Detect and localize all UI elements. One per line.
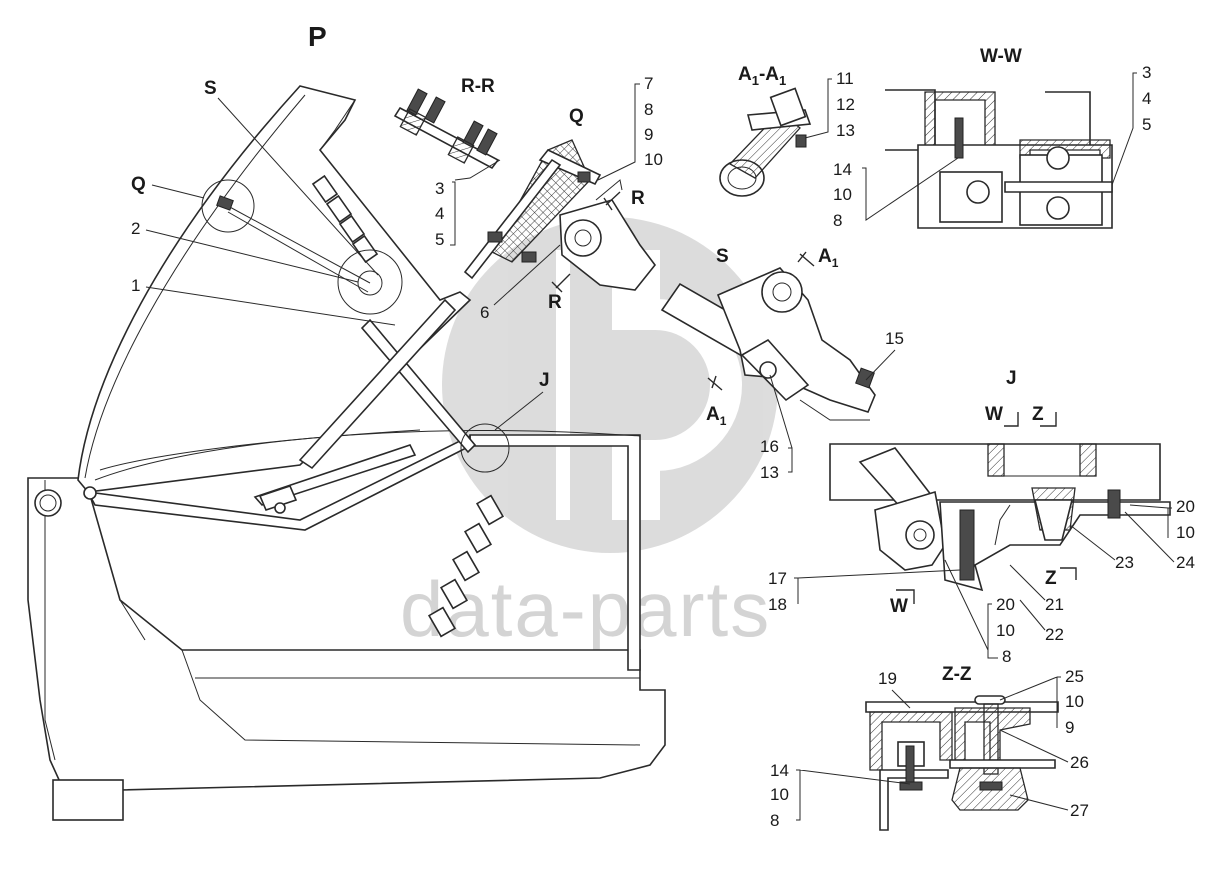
callout-a1-12: 12 — [836, 95, 855, 114]
view-title-j: J — [1006, 368, 1017, 389]
callout-q-7: 7 — [644, 74, 653, 93]
callout-s-a1-top: A1 — [818, 246, 839, 270]
callout-18: 18 — [768, 595, 787, 614]
callout-6: 6 — [480, 303, 489, 322]
callout-19: 19 — [878, 669, 897, 688]
view-title-a1a1: A1-A1 — [738, 64, 786, 88]
cab-grille — [427, 494, 505, 638]
callout-q-10: 10 — [644, 150, 663, 169]
callout-ww-10: 10 — [833, 185, 852, 204]
callout-zz-10b: 10 — [770, 785, 789, 804]
callout-zz-10: 10 — [1065, 692, 1084, 711]
callout-rr-4: 4 — [435, 204, 444, 223]
view-s: S A1 15 A1 16 13 — [660, 246, 904, 482]
view-q: Q 7 8 9 10 R R 6 — [463, 74, 663, 322]
view-j: J W Z 20 10 24 23 17 18 Z W 21 20 — [768, 368, 1195, 666]
callout-26: 26 — [1070, 753, 1089, 772]
callout-15: 15 — [885, 329, 904, 348]
callout-rr-3: 3 — [435, 179, 444, 198]
callout-q-9: 9 — [644, 125, 653, 144]
view-title-s: S — [716, 246, 729, 267]
callout-a1-11: 11 — [836, 69, 854, 88]
callout-s-a1-left: A1 — [706, 404, 727, 428]
callout-zz-8: 8 — [770, 811, 779, 830]
view-a1a1: A1-A1 11 12 13 — [719, 64, 855, 197]
callout-j-8b: 8 — [1002, 647, 1011, 666]
callout-s: S — [204, 78, 217, 99]
callout-2: 2 — [131, 219, 140, 238]
view-title-zz: Z-Z — [942, 664, 972, 685]
callout-22: 22 — [1045, 625, 1064, 644]
callout-23: 23 — [1115, 553, 1134, 572]
callout-ww-3: 3 — [1142, 63, 1151, 82]
callout-24: 24 — [1176, 553, 1195, 572]
callout-j: J — [539, 370, 550, 391]
view-rr: R-R 3 4 5 — [393, 76, 501, 249]
callout-ww-14: 14 — [833, 160, 852, 179]
callout-j-z-bottom: Z — [1045, 568, 1057, 589]
view-title-ww: W-W — [980, 46, 1022, 67]
view-zz: Z-Z 19 25 10 9 14 10 8 26 27 — [770, 664, 1089, 831]
callout-j-20: 20 — [1176, 497, 1195, 516]
callout-j-20b: 20 — [996, 595, 1015, 614]
callout-17: 17 — [768, 569, 787, 588]
callout-j-z-top: Z — [1032, 404, 1044, 425]
callout-21: 21 — [1045, 595, 1064, 614]
callout-1: 1 — [131, 276, 140, 295]
view-title-q: Q — [569, 106, 584, 127]
callout-q-r-top: R — [631, 188, 645, 209]
callout-a1-13: 13 — [836, 121, 855, 140]
callout-j-w-top: W — [985, 404, 1003, 425]
callout-j-w-bottom: W — [890, 596, 908, 617]
callout-q-r-bottom: R — [548, 292, 562, 313]
callout-16: 16 — [760, 437, 779, 456]
callout-ww-8: 8 — [833, 211, 842, 230]
view-ww: W-W 3 4 5 14 10 8 — [833, 46, 1151, 230]
callout-ww-5: 5 — [1142, 115, 1151, 134]
callout-j-10b: 10 — [996, 621, 1015, 640]
callout-zz-9: 9 — [1065, 718, 1074, 737]
callout-q: Q — [131, 174, 146, 195]
callout-rr-5: 5 — [435, 230, 444, 249]
callout-27: 27 — [1070, 801, 1089, 820]
callout-j-10: 10 — [1176, 523, 1195, 542]
main-view-cab — [27, 85, 666, 821]
watermark-text: data-parts — [400, 565, 771, 653]
callout-zz-25: 25 — [1065, 667, 1084, 686]
main-view-callouts: P S Q 2 1 J — [131, 21, 550, 431]
callout-13: 13 — [760, 463, 779, 482]
callout-zz-14: 14 — [770, 761, 789, 780]
view-title-p: P — [308, 21, 327, 52]
callout-ww-4: 4 — [1142, 89, 1151, 108]
callout-q-8: 8 — [644, 100, 653, 119]
view-title-rr: R-R — [461, 76, 495, 97]
hood-grille — [311, 174, 379, 264]
